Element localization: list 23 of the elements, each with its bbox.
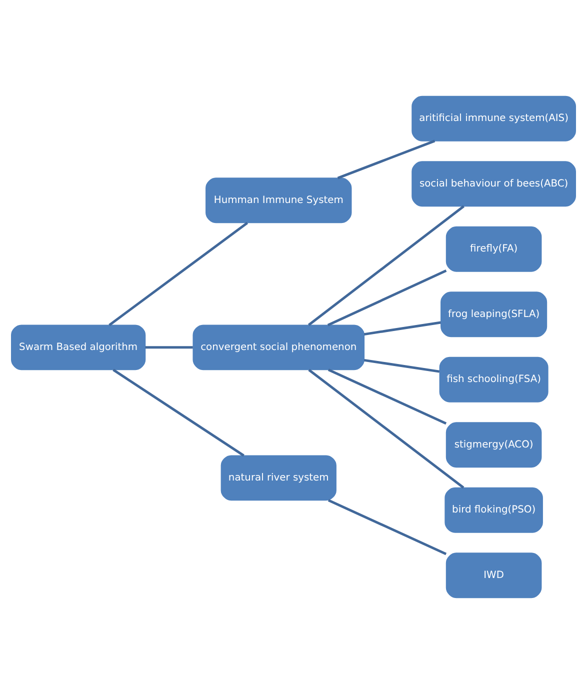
connector (308, 204, 464, 326)
connector (327, 269, 447, 326)
connector (328, 368, 447, 424)
connector (308, 368, 464, 488)
node-box: Humman Immune System (206, 177, 352, 223)
node-box: social behaviour of bees(ABC) (412, 160, 576, 206)
connector (108, 221, 248, 326)
connector (112, 368, 244, 456)
connector (145, 346, 193, 348)
node-box: bird floking(PSO) (444, 486, 543, 532)
node-box: natural river system (220, 454, 336, 500)
connector (337, 139, 436, 179)
node-box: firefly(FA) (446, 226, 542, 272)
node-box: frog leaping(SFLA) (440, 291, 548, 337)
node-box: stigmergy(ACO) (446, 422, 542, 468)
node-box: fish schooling(FSA) (439, 356, 548, 402)
connector (364, 320, 441, 336)
node-box: Swarm Based algorithm (11, 324, 146, 370)
node-box: convergent social phenomenon (192, 324, 365, 370)
node-box: aritificial immune system(AIS) (412, 95, 576, 141)
node-box: IWD (446, 552, 542, 598)
connector (364, 358, 440, 372)
connector (328, 498, 447, 555)
